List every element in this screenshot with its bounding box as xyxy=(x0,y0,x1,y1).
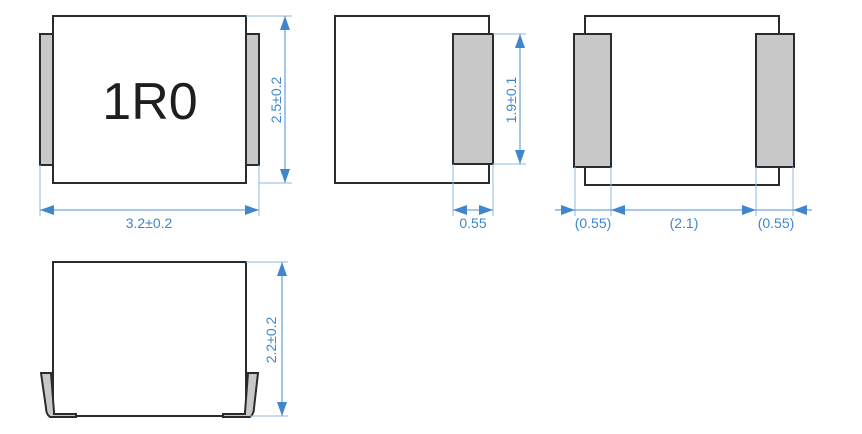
right-terminal xyxy=(245,33,260,166)
right-pad xyxy=(755,33,795,168)
part-marking: 1R0 xyxy=(102,73,197,131)
left-pad-dimension: (0.55) xyxy=(575,215,612,231)
side-view: 1.9±0.1 0.55 xyxy=(334,15,526,231)
component-body xyxy=(52,15,247,184)
height-dimension: 2.2±0.2 xyxy=(263,316,279,363)
left-lead xyxy=(39,372,77,418)
width-dimension: 2.5±0.2 xyxy=(268,76,284,123)
component-body xyxy=(584,15,780,186)
terminal-width-dimension: 0.55 xyxy=(459,215,486,231)
terminal xyxy=(452,33,494,165)
top-view: 1R0 2.5±0.2 3.2±0.2 xyxy=(39,15,292,231)
component-body xyxy=(52,261,247,417)
bottom-view: (0.55) (2.1) (0.55) xyxy=(555,15,812,231)
left-pad xyxy=(573,33,612,168)
length-dimension: 3.2±0.2 xyxy=(126,215,173,231)
left-terminal xyxy=(39,33,54,166)
front-view: 2.2±0.2 xyxy=(39,261,288,418)
pad-gap-dimension: (2.1) xyxy=(670,215,699,231)
terminal-height-dimension: 1.9±0.1 xyxy=(503,76,519,123)
dimension-arrows xyxy=(561,205,807,215)
right-pad-dimension: (0.55) xyxy=(758,215,795,231)
